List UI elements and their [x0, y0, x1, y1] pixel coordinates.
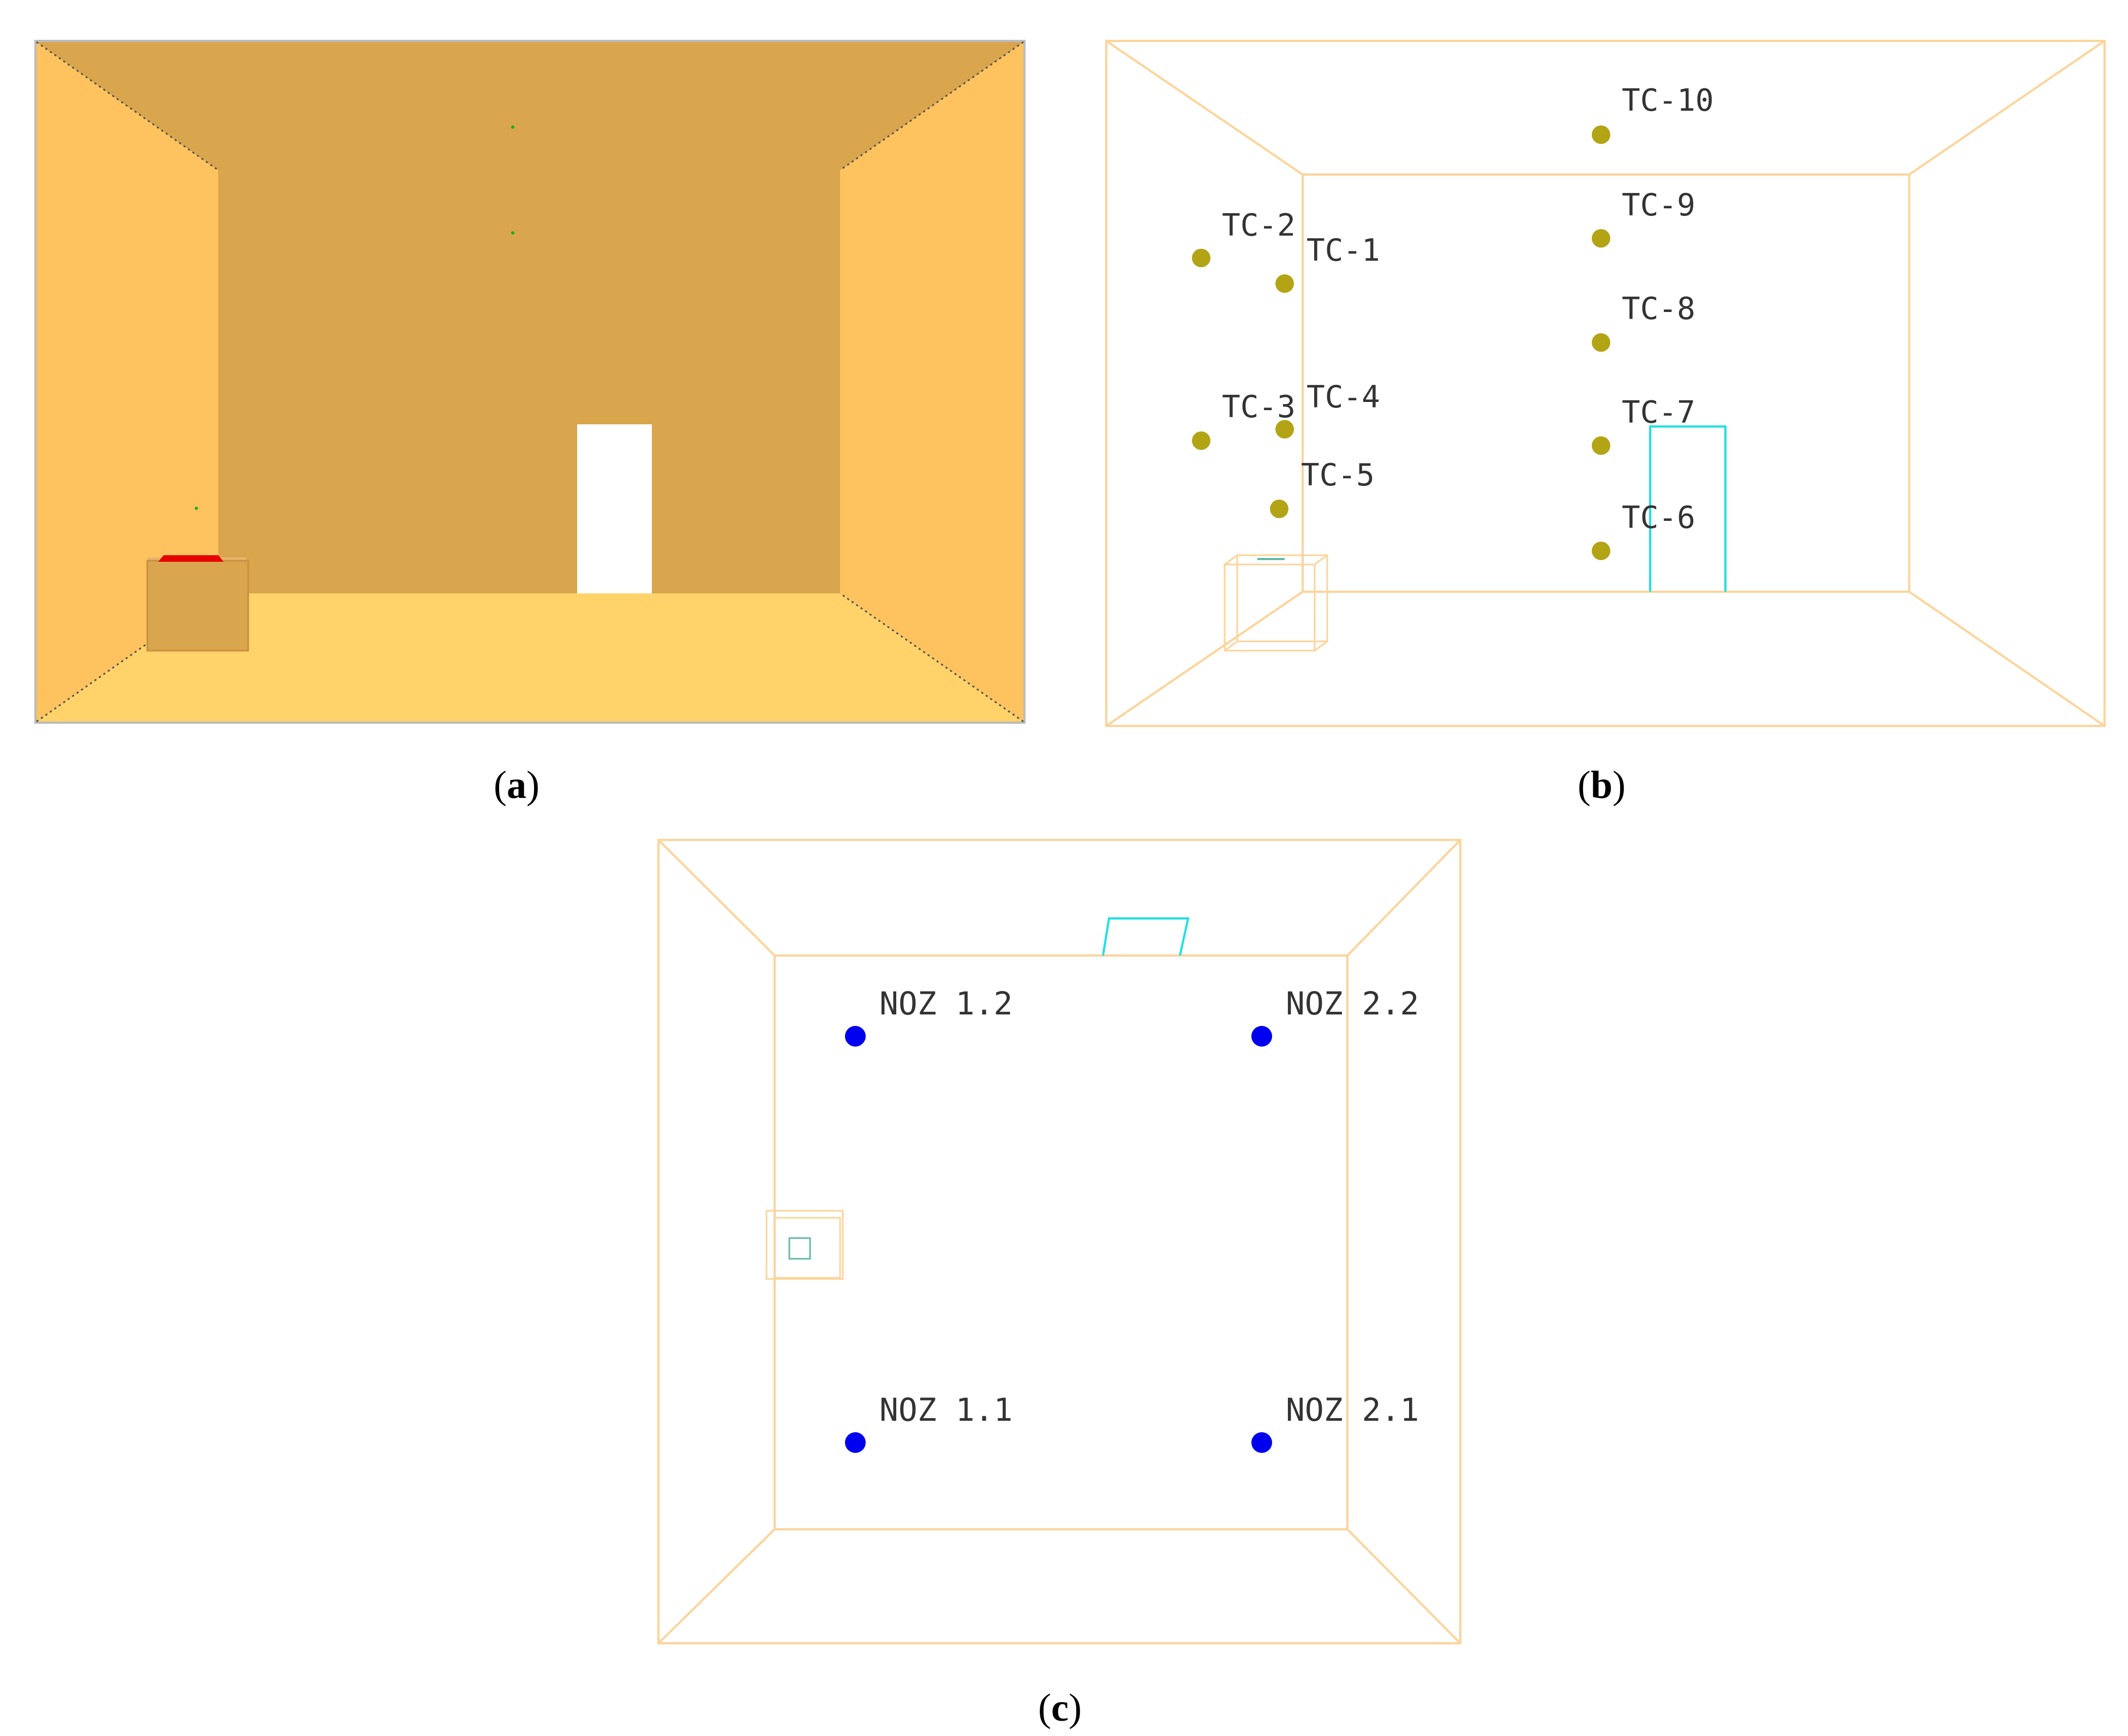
ceiling-edge-left: [36, 41, 219, 171]
thermocouple-label: TC-7: [1622, 395, 1695, 430]
edge-br: [1908, 591, 2106, 727]
thermocouple-label: TC-4: [1306, 380, 1380, 415]
box-back: [1236, 554, 1328, 642]
nozzle-label: NOZ 2.1: [1286, 1391, 1419, 1428]
thermocouple-marker: [1275, 420, 1294, 438]
thermocouple-marker: [1192, 249, 1210, 267]
thermocouple-label: TC-9: [1622, 188, 1695, 223]
burner-red: [158, 555, 224, 562]
thermocouple-marker: [1192, 431, 1210, 450]
left-wall: [37, 42, 218, 722]
edge-br: [1346, 1528, 1461, 1644]
door: [577, 424, 652, 593]
thermocouple-layer: TC-1 TC-2TC-3 TC-4TC-5TC-6 TC-7 TC-8 TC-9 TC-1…: [1192, 83, 1714, 560]
door-outline: [1649, 425, 1727, 592]
thermocouple-label: TC-2: [1222, 208, 1296, 243]
nozzle-marker: [1251, 1432, 1272, 1453]
edge-tr: [1346, 839, 1461, 957]
thermocouple-label: TC-3: [1222, 389, 1296, 425]
caption-b: (b): [1578, 763, 1626, 807]
panel-a: [34, 40, 1026, 724]
edge-tl: [657, 839, 776, 957]
inner-frame: [1302, 173, 1910, 593]
sensor-dot-3: [195, 507, 198, 510]
box-front: [1224, 563, 1316, 652]
sensor-dot-2: [511, 231, 514, 235]
edge-bl: [657, 1528, 776, 1644]
box-edge-2: [1314, 554, 1328, 566]
thermocouple-marker: [1592, 333, 1610, 352]
outer-frame: [1105, 40, 2106, 727]
nozzle-marker: [1251, 1026, 1272, 1047]
burner-square: [788, 1237, 811, 1260]
thermocouple-label: TC-10: [1622, 83, 1714, 118]
box-edge-1: [1224, 554, 1238, 566]
panel-b: TC-1 TC-2TC-3 TC-4TC-5TC-6 TC-7 TC-8 TC-9 TC-1…: [1105, 40, 2106, 727]
door-outline: [1102, 917, 1190, 956]
box-edge-4: [1314, 640, 1328, 652]
nozzle-marker: [845, 1026, 866, 1047]
thermocouple-marker: [1592, 229, 1610, 248]
back-wall: [218, 170, 840, 593]
edge-bl: [1105, 591, 1304, 727]
edge-tr: [1908, 40, 2106, 176]
thermocouple-marker: [1270, 500, 1288, 518]
nozzle-label: NOZ 2.2: [1286, 985, 1419, 1022]
floor: [37, 593, 1023, 722]
edge-tl: [1105, 40, 1304, 176]
nozzle-marker: [845, 1432, 866, 1453]
thermocouple-label: TC-6: [1622, 500, 1695, 536]
floor-edge-right: [840, 592, 1024, 723]
caption-c: (c): [1038, 1686, 1082, 1729]
thermocouple-label: TC-1: [1306, 233, 1380, 268]
box-inner: [774, 1217, 841, 1279]
ceiling: [37, 42, 1023, 170]
ceiling-edge-right: [840, 41, 1024, 171]
outer-frame: [657, 839, 1461, 1644]
thermocouple-marker: [1592, 436, 1610, 455]
right-wall: [840, 42, 1023, 722]
sensor-dot-1: [511, 125, 514, 129]
box-edge-3: [1224, 640, 1238, 652]
fire-source-box: [146, 560, 249, 652]
thermocouple-label: TC-8: [1622, 291, 1695, 327]
nozzle-label: NOZ 1.2: [879, 985, 1012, 1022]
thermocouple-marker: [1275, 274, 1294, 293]
nozzle-label: NOZ 1.1: [879, 1391, 1012, 1428]
floor-edge-left: [36, 642, 148, 723]
thermocouple-marker: [1592, 542, 1610, 560]
caption-a: (a): [494, 763, 540, 807]
thermocouple-marker: [1592, 125, 1610, 144]
thermocouple-label: TC-5: [1301, 458, 1375, 493]
box-outer: [765, 1210, 844, 1280]
